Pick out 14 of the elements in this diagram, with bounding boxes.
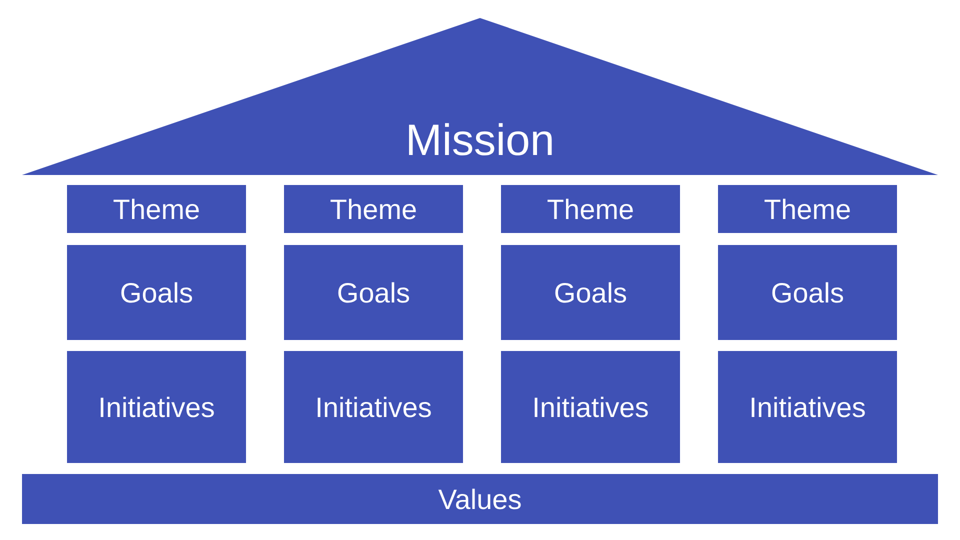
column-box: Goals: [501, 245, 680, 340]
roof-triangle: Mission: [22, 18, 938, 175]
column-box: Theme: [67, 185, 246, 233]
column-box: Theme: [501, 185, 680, 233]
column-box: Initiatives: [718, 351, 897, 463]
column-box: Theme: [284, 185, 463, 233]
column-box: Initiatives: [501, 351, 680, 463]
column-box: Theme: [718, 185, 897, 233]
values-bar: Values: [22, 474, 938, 524]
column-box: Goals: [284, 245, 463, 340]
column-box: Initiatives: [67, 351, 246, 463]
column-box: Goals: [67, 245, 246, 340]
column-box: Initiatives: [284, 351, 463, 463]
column-box: Goals: [718, 245, 897, 340]
